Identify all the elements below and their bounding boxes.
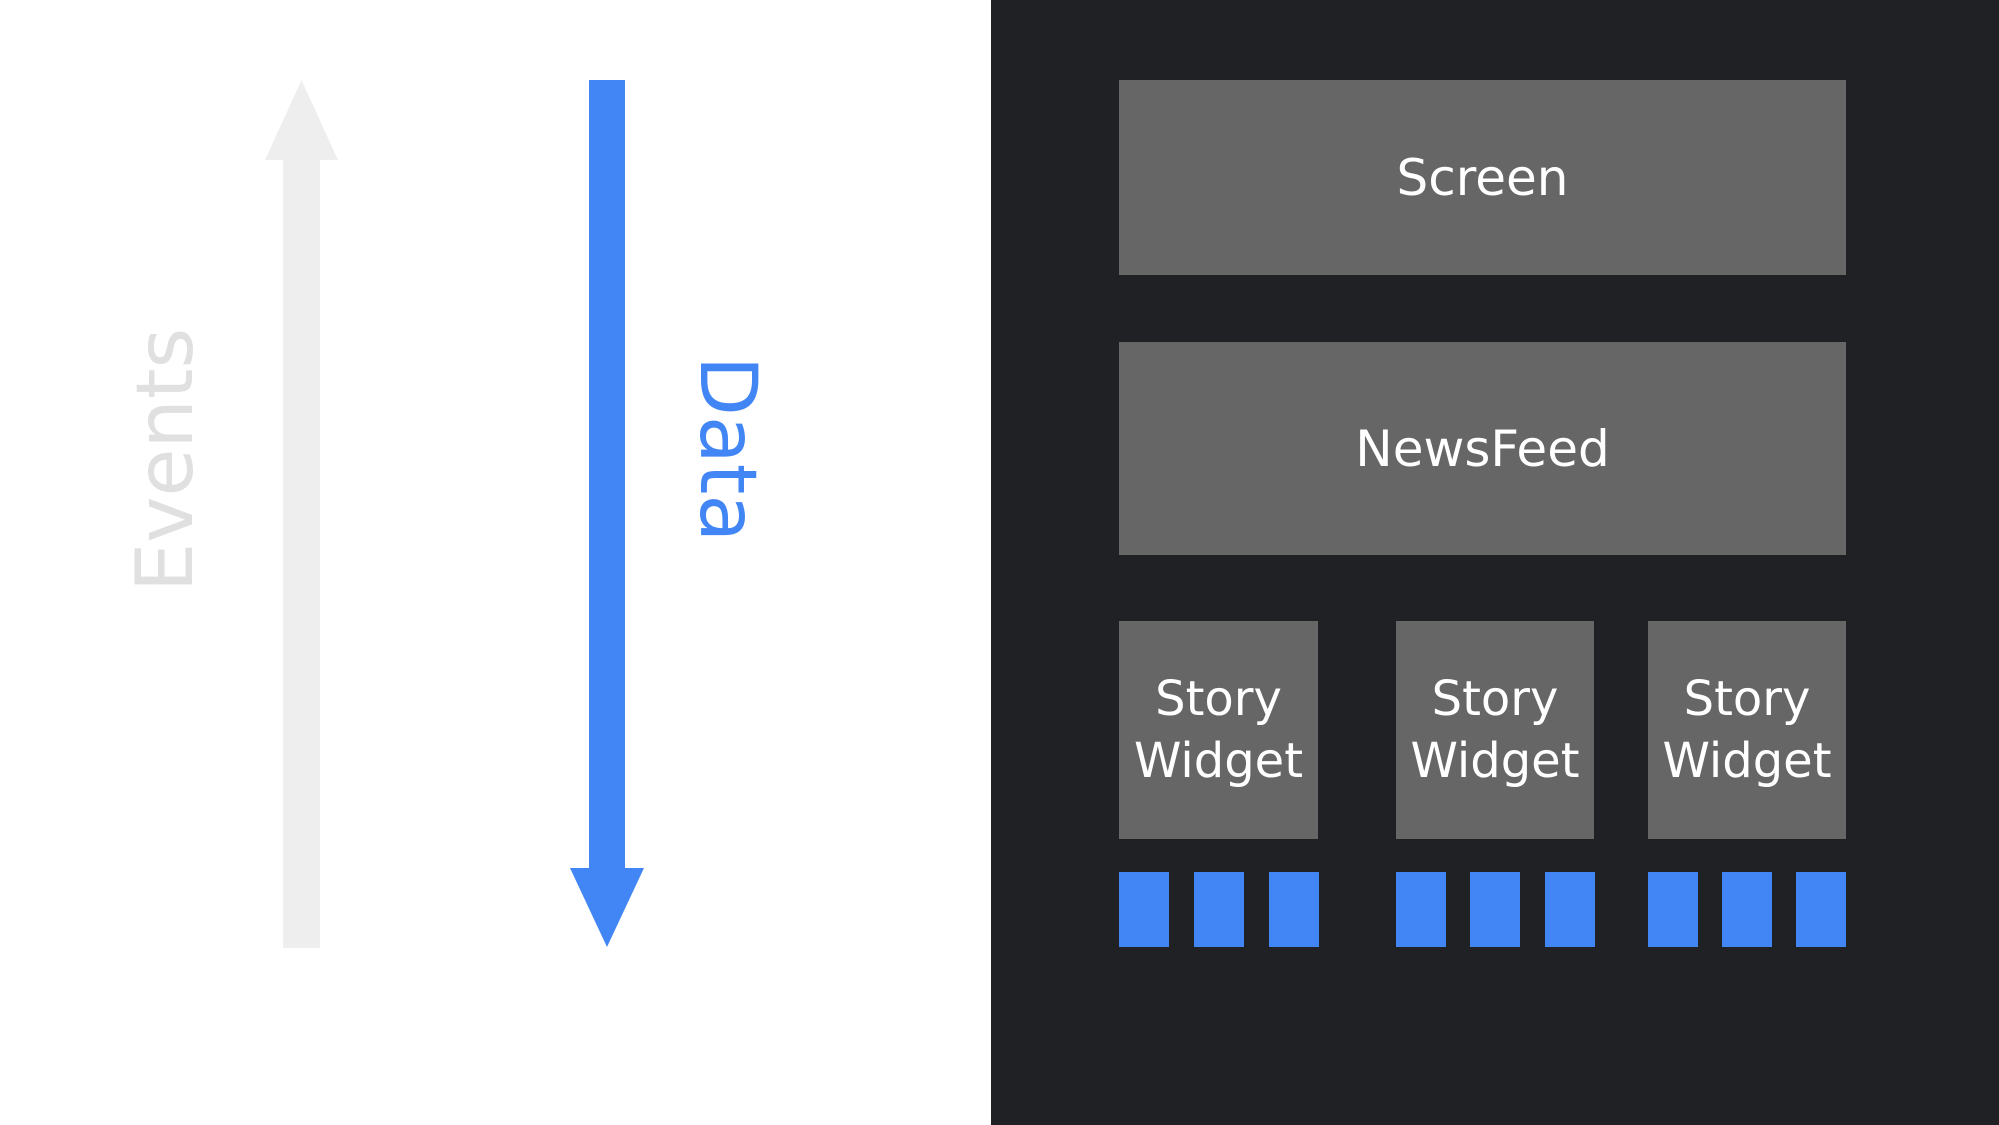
story-label: Story (1431, 671, 1559, 727)
screen-label: Screen (1396, 148, 1569, 207)
leaf-element (1722, 872, 1772, 947)
leaf-element (1269, 872, 1319, 947)
data-label: Data (682, 355, 772, 543)
events-arrow (265, 80, 338, 948)
story-widget-node: Story Widget (1119, 621, 1318, 839)
leaf-element (1648, 872, 1698, 947)
newsfeed-node: NewsFeed (1119, 342, 1846, 555)
leaf-element (1545, 872, 1595, 947)
widget-label: Widget (1133, 733, 1304, 789)
leaf-element (1194, 872, 1244, 947)
leaf-element (1796, 872, 1846, 947)
story-label: Story (1155, 671, 1282, 727)
story-widget-node: Story Widget (1396, 621, 1594, 839)
screen-node: Screen (1119, 80, 1846, 275)
leaf-element (1396, 872, 1446, 947)
data-arrow (570, 80, 644, 947)
newsfeed-label: NewsFeed (1355, 419, 1610, 478)
widget-label: Widget (1662, 733, 1832, 789)
leaf-element (1119, 872, 1169, 947)
events-label: Events (121, 327, 211, 592)
flow-arrows (265, 80, 644, 948)
leaf-element (1470, 872, 1520, 947)
widget-label: Widget (1410, 733, 1580, 789)
story-widget-node: Story Widget (1648, 621, 1846, 839)
story-label: Story (1683, 671, 1811, 727)
